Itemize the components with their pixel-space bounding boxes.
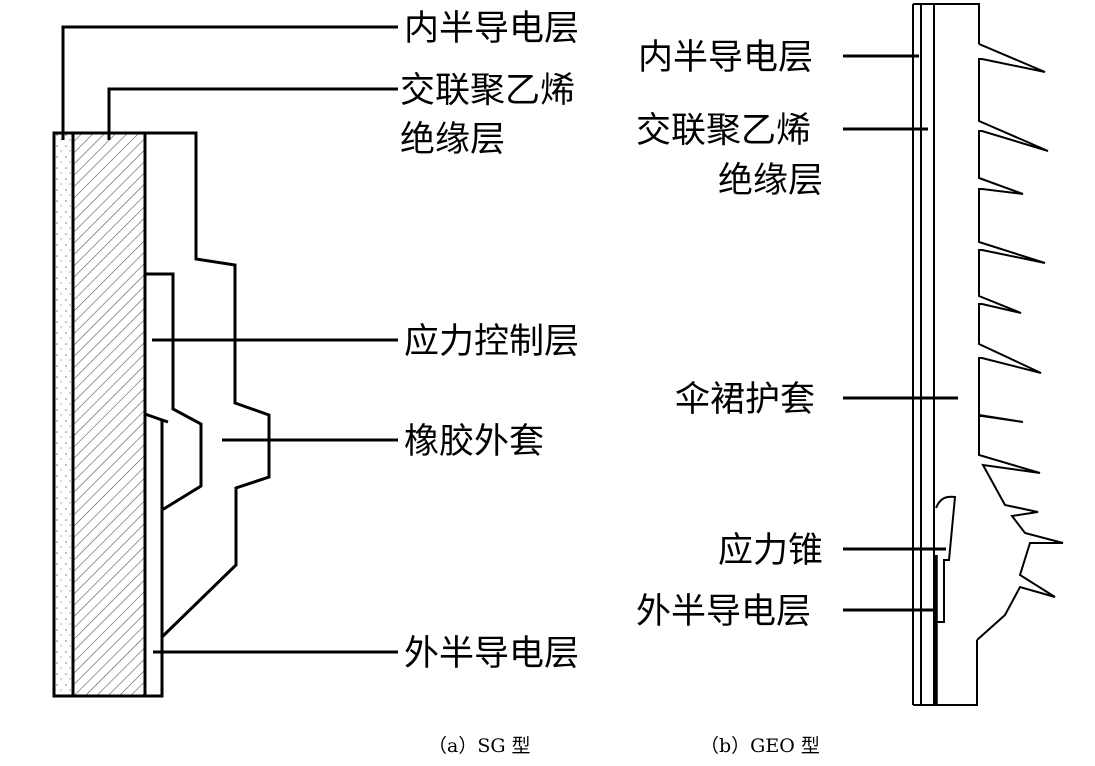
caption-a: （a）SG 型 [428, 735, 531, 757]
outer-semicon-edge-a [144, 412, 169, 424]
figure-a-sg: 内半导电层 交联聚乙烯 绝缘层 应力控制层 橡胶外套 外半导电层 [52, 9, 579, 698]
leader-xlpe-a [107, 87, 398, 140]
stress-control-outline-a [145, 272, 203, 512]
figure-b-geo: 内半导电层 交联聚乙烯 绝缘层 伞裙护套 应力锥 外半导电层 [636, 3, 1064, 706]
xlpe-insulation-layer-a [71, 131, 147, 698]
stress-cone-b [935, 495, 957, 623]
label-xlpe-line2-b: 绝缘层 [718, 161, 823, 201]
label-outer-semicon-b: 外半导电层 [636, 592, 811, 632]
label-xlpe-line2-a: 绝缘层 [400, 120, 505, 160]
label-umbrella-sheath-b: 伞裙护套 [675, 380, 815, 420]
label-inner-semicon-b: 内半导电层 [638, 38, 813, 78]
cable-core-lines-b [912, 3, 980, 705]
rubber-sleeve-outline-a [145, 131, 271, 639]
label-rubber-sleeve-a: 橡胶外套 [404, 422, 544, 462]
label-stress-control-a: 应力控制层 [404, 322, 579, 362]
umbrella-sheds-b [976, 43, 1064, 641]
caption-b: （b）GEO 型 [700, 735, 820, 757]
label-outer-semicon-a: 外半导电层 [404, 634, 579, 674]
inner-semicon-layer-a [52, 131, 75, 698]
base-b [913, 640, 978, 706]
label-xlpe-line1-b: 交联聚乙烯 [636, 111, 811, 151]
label-stress-cone-b: 应力锥 [718, 531, 823, 571]
label-inner-semicon-a: 内半导电层 [404, 9, 579, 49]
leader-inner-semicon-a [61, 25, 398, 140]
label-xlpe-line1-a: 交联聚乙烯 [400, 71, 575, 111]
